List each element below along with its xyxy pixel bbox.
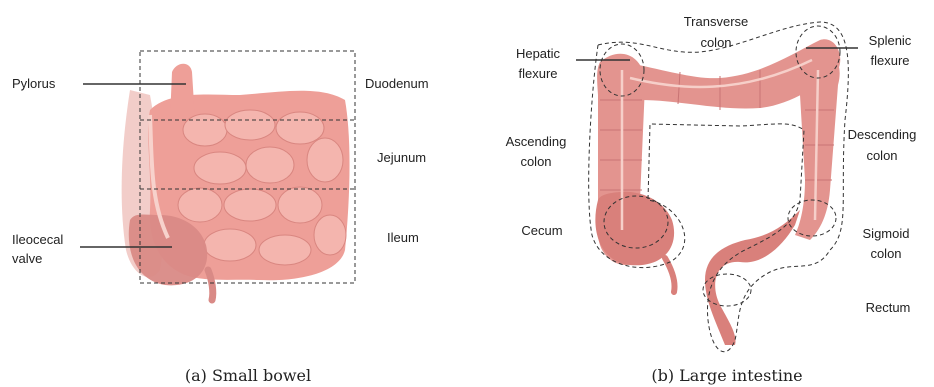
small-bowel-panel: Pylorus Duodenum Jejunum Ileum Ileocecal…	[12, 51, 429, 385]
label-hepatic-line1: Hepatic	[516, 46, 561, 61]
label-ileocecal-line2: valve	[12, 251, 42, 266]
small-bowel-illustration	[122, 64, 350, 300]
label-hepatic-line2: flexure	[518, 66, 557, 81]
large-intestine-illustration	[595, 39, 840, 345]
caption-small-bowel: (a) Small bowel	[185, 366, 311, 385]
large-intestine-panel: Transverse colon Hepatic flexure Splenic…	[506, 14, 917, 385]
label-splenic-line1: Splenic	[869, 33, 912, 48]
label-transverse-line2: colon	[700, 35, 731, 50]
label-ileocecal-line1: Ileocecal	[12, 232, 63, 247]
label-cecum: Cecum	[521, 223, 562, 238]
label-sigmoid-line1: Sigmoid	[863, 226, 910, 241]
label-ascending-line1: Ascending	[506, 134, 567, 149]
label-sigmoid-line2: colon	[870, 246, 901, 261]
label-duodenum: Duodenum	[365, 76, 429, 91]
label-ascending-line2: colon	[520, 154, 551, 169]
label-rectum: Rectum	[866, 300, 911, 315]
label-descending-line2: colon	[866, 148, 897, 163]
label-descending-line1: Descending	[848, 127, 917, 142]
caption-large-intestine: (b) Large intestine	[651, 366, 802, 385]
label-splenic-line2: flexure	[870, 53, 909, 68]
label-pylorus: Pylorus	[12, 76, 56, 91]
label-ileum: Ileum	[387, 230, 419, 245]
label-jejunum: Jejunum	[377, 150, 426, 165]
label-transverse-line1: Transverse	[684, 14, 749, 29]
